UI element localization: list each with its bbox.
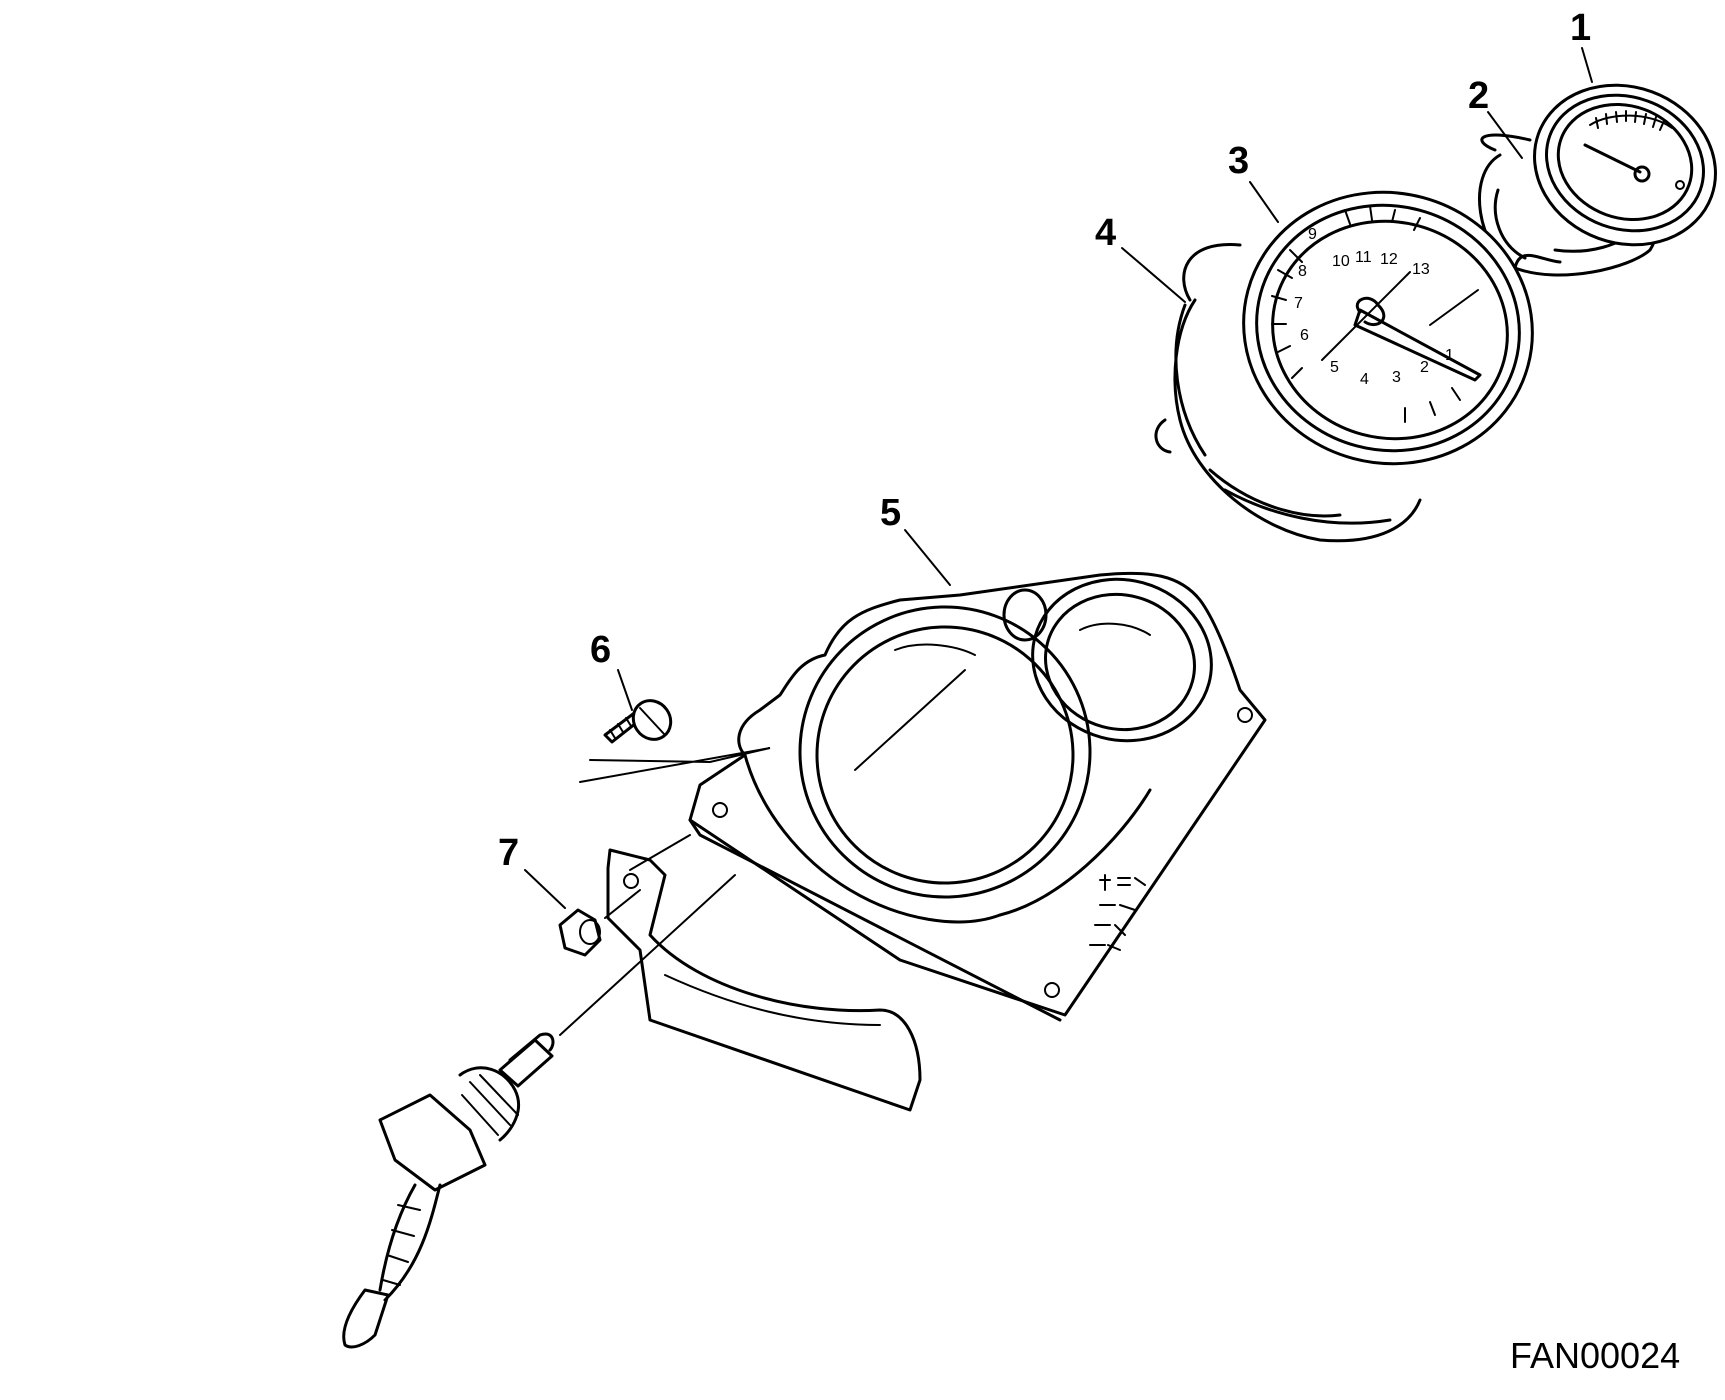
callout-label-1: 1 xyxy=(1570,7,1591,49)
bulb-socket-wire xyxy=(342,1032,555,1349)
callout-label-3: 3 xyxy=(1228,140,1249,182)
dial-numeral: 4 xyxy=(1360,371,1369,388)
dial-numeral: 13 xyxy=(1412,261,1430,278)
leader-lines xyxy=(524,47,1593,909)
assembly-lines xyxy=(559,747,771,1036)
tachometer-housing xyxy=(1154,243,1422,543)
small-gauge xyxy=(1533,83,1717,247)
tachometer: 9 10 11 12 13 8 7 6 5 4 3 2 1 xyxy=(1242,190,1534,466)
dial-numeral: 12 xyxy=(1380,251,1398,268)
dial-numeral: 7 xyxy=(1294,295,1303,312)
dial-numeral: 2 xyxy=(1420,359,1429,376)
callout-label-7: 7 xyxy=(498,832,519,874)
dial-numeral: 5 xyxy=(1330,359,1339,376)
dial-numeral: 3 xyxy=(1392,369,1401,386)
figure-id: FAN00024 xyxy=(1510,1335,1680,1376)
dial-numeral: 6 xyxy=(1300,327,1309,344)
screw xyxy=(603,699,673,744)
dial-numeral: 9 xyxy=(1308,226,1317,243)
callout-label-4: 4 xyxy=(1095,212,1116,254)
gasket-cover xyxy=(606,848,922,1112)
dial-numeral: 1 xyxy=(1445,347,1454,364)
dial-numeral: 10 xyxy=(1332,253,1350,270)
callout-label-5: 5 xyxy=(880,492,901,534)
nut xyxy=(558,908,602,957)
instrument-bracket xyxy=(688,571,1267,1022)
dial-numeral: 8 xyxy=(1298,263,1307,280)
callout-label-2: 2 xyxy=(1468,75,1489,117)
callout-label-6: 6 xyxy=(590,629,611,671)
dial-numeral: 11 xyxy=(1355,249,1372,266)
